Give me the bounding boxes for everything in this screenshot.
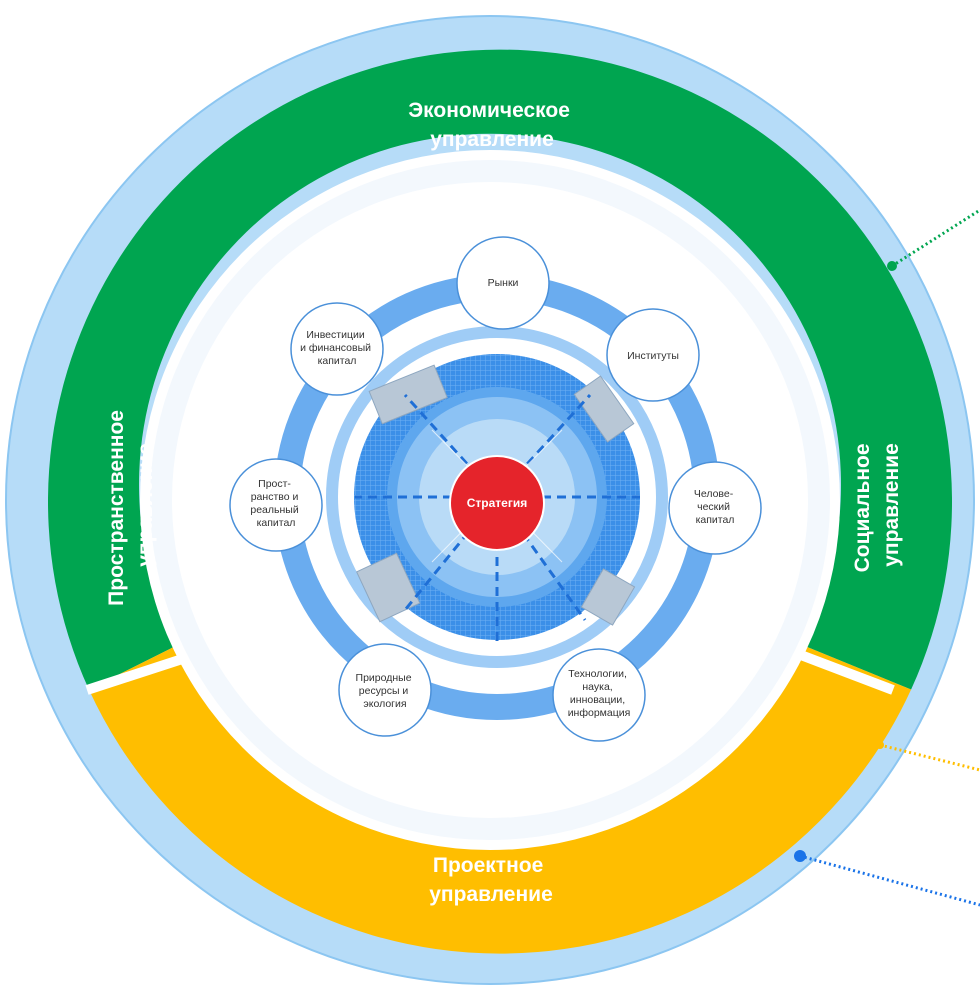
node-human-capital: Челове- ческий капитал bbox=[668, 461, 762, 555]
economic-sector-label: Экономическое управление bbox=[408, 99, 576, 151]
economic-sector bbox=[48, 49, 953, 690]
node-space-capital: Прост- ранство и реальный капитал bbox=[229, 458, 323, 552]
strategy-core bbox=[449, 455, 545, 551]
connector-green bbox=[887, 208, 980, 271]
project-sector-label: Проектное управление bbox=[429, 854, 553, 906]
social-sector-label: Социальное управление bbox=[851, 438, 903, 573]
svg-text:Рынки: Рынки bbox=[488, 277, 519, 289]
node-natural-resources: Природные ресурсы и экология bbox=[338, 643, 432, 737]
svg-text:Прост- ранство и р: Прост- ранство и реальный капитал bbox=[250, 478, 301, 529]
svg-text:Институты: Институты bbox=[627, 350, 679, 362]
node-investments: Инвестиции и финансовый капитал bbox=[290, 302, 384, 396]
svg-text:Природные ресурсы и: Природные ресурсы и экология bbox=[356, 672, 415, 710]
node-markets: Рынки bbox=[456, 236, 550, 330]
connector-orange bbox=[876, 741, 980, 772]
node-technology: Технологии, наука, инновации, информация bbox=[552, 648, 646, 742]
strategy-label: Стратегия bbox=[467, 496, 527, 510]
middle-blue-ring bbox=[326, 326, 668, 668]
svg-text:Челове- ческий кап: Челове- ческий капитал bbox=[694, 488, 736, 526]
connector-blue bbox=[794, 850, 980, 907]
svg-text:Инвестиции и финансовый: Инвестиции и финансовый капитал bbox=[300, 329, 374, 367]
core-segments bbox=[355, 364, 636, 626]
svg-text:Технологии, наука,: Технологии, наука, инновации, информация bbox=[568, 668, 631, 719]
project-sector bbox=[88, 645, 912, 954]
spatial-sector-label: Пространственное управление bbox=[105, 404, 157, 606]
node-institutions: Институты bbox=[606, 308, 700, 402]
